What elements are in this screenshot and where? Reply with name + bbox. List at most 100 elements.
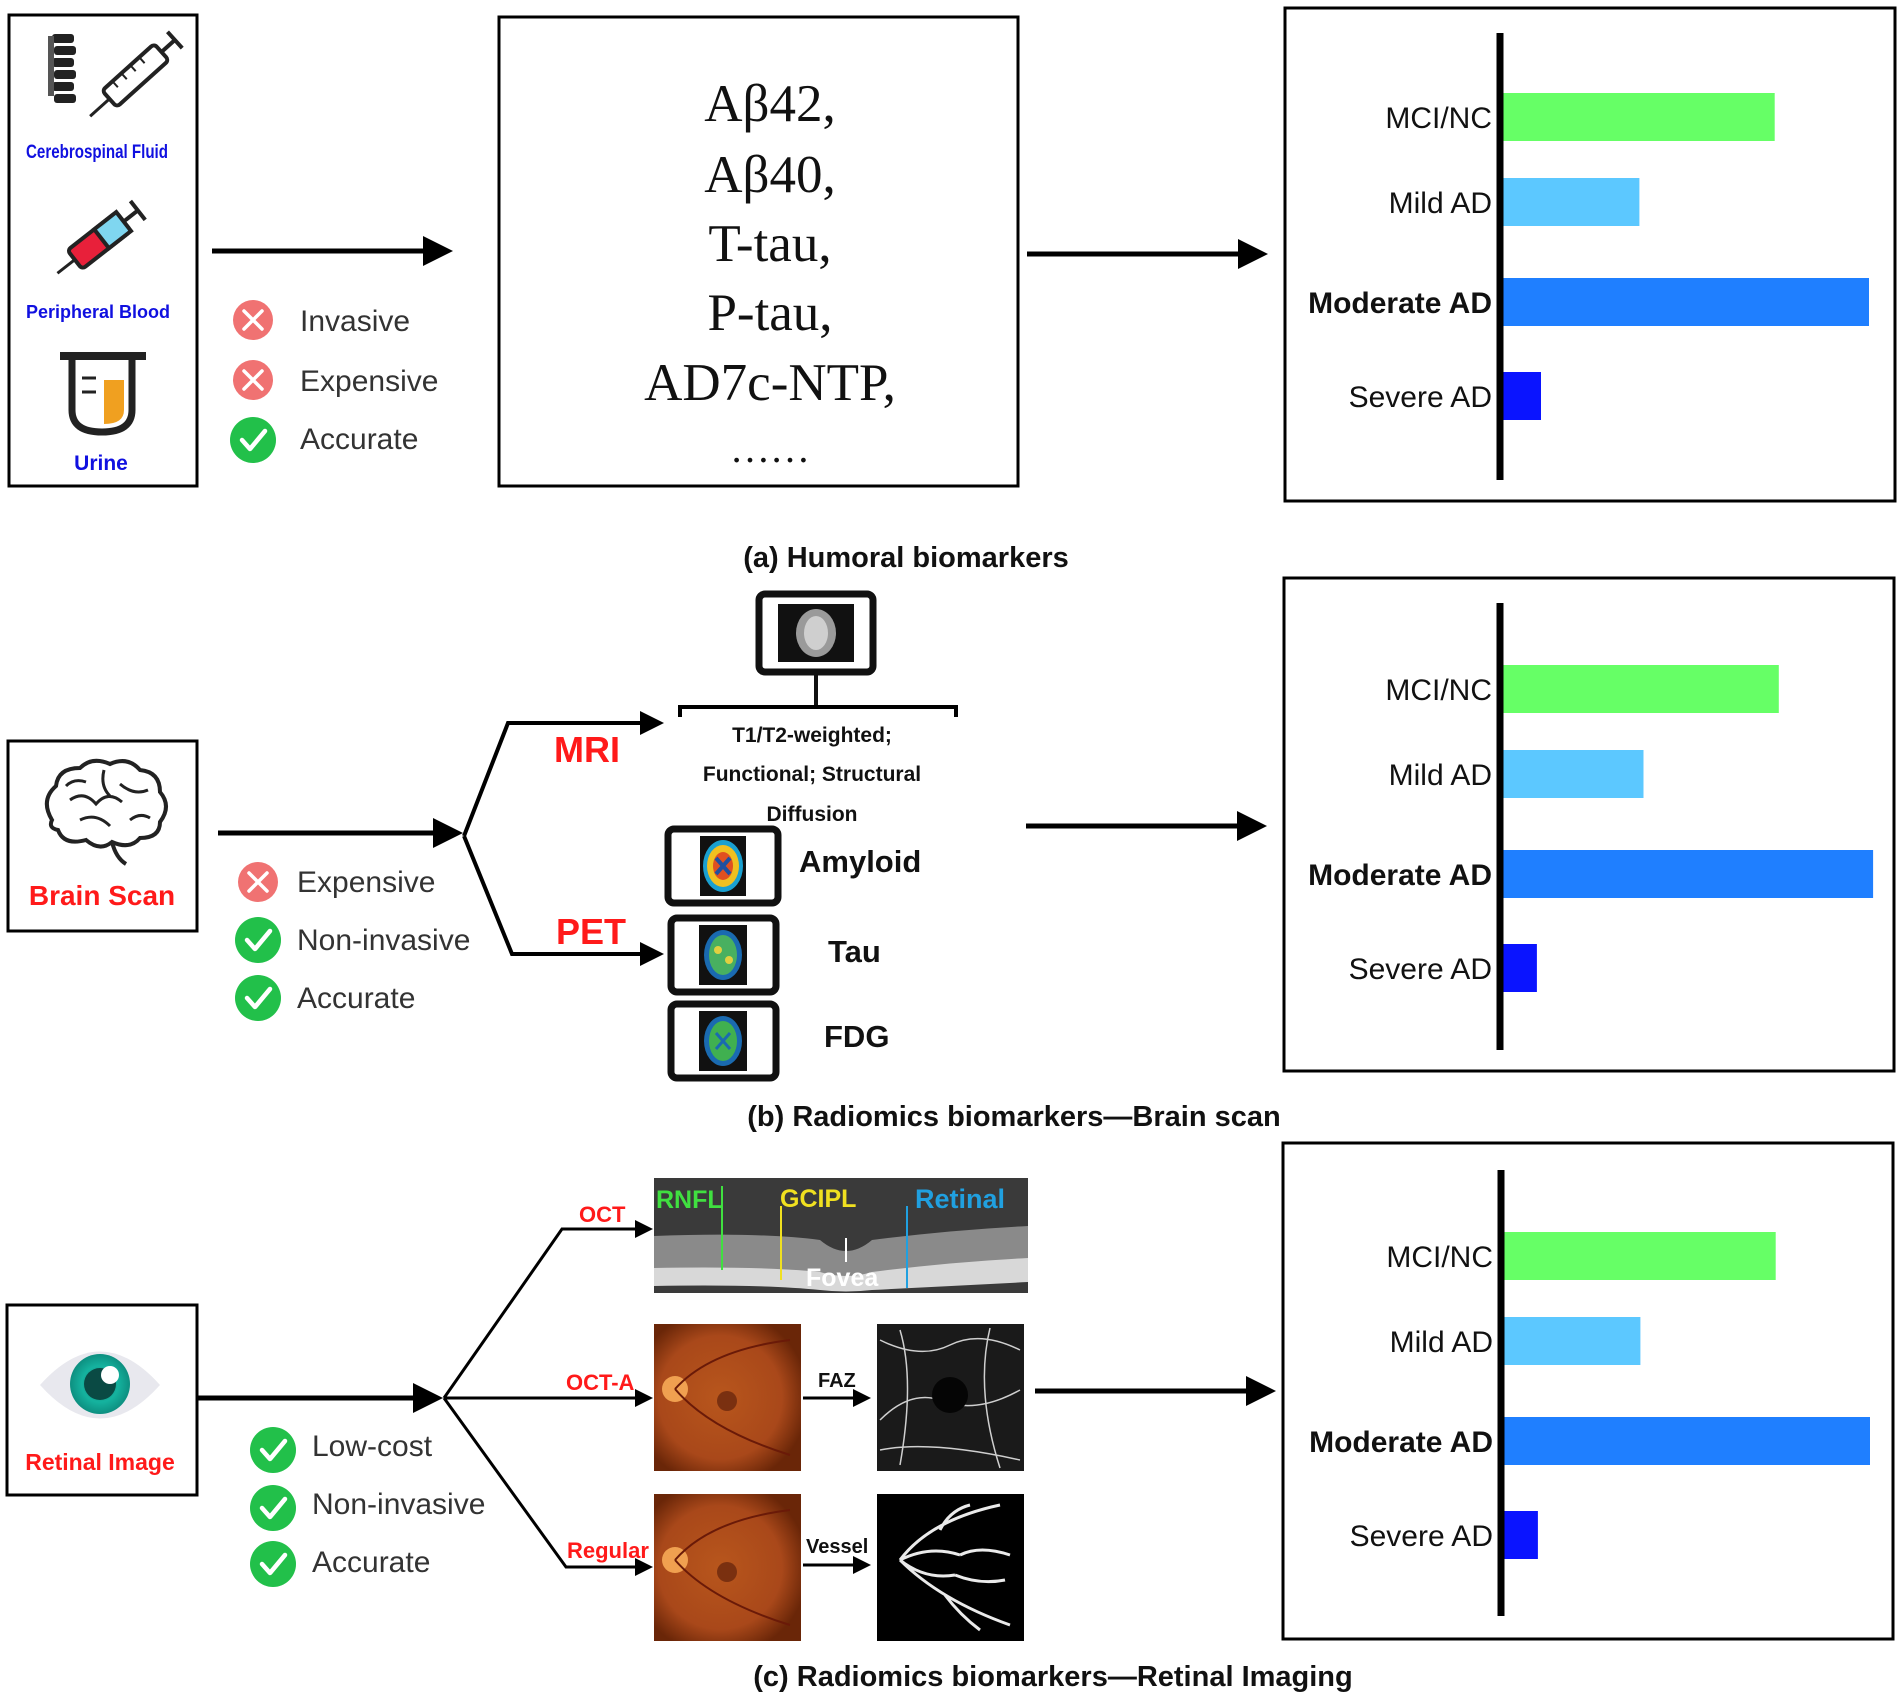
faz-label: FAZ — [818, 1370, 856, 1392]
caption-b: (b) Radiomics biomarkers—Brain scan — [747, 1101, 1280, 1133]
svg-text:Non-invasive: Non-invasive — [297, 924, 470, 957]
oct-layer-rnfl: RNFL — [656, 1186, 723, 1214]
category-label-moderate-ad: Moderate AD — [1308, 859, 1492, 892]
regular-branch-line — [442, 1397, 653, 1576]
bar-mci-nc — [1500, 93, 1775, 141]
retinal-image-label: Retinal Image — [25, 1449, 175, 1475]
bar-mild-ad — [1500, 750, 1644, 798]
property-list-b: Expensive Non-invasive Accurate — [235, 862, 470, 1021]
bar-mci-nc — [1500, 665, 1779, 713]
category-label-moderate-ad: Moderate AD — [1308, 287, 1492, 320]
category-label-mci-nc: MCI/NC — [1386, 1241, 1493, 1274]
pet-fdg-monitor-icon — [667, 1000, 780, 1082]
severity-chart-a: MCI/NC Mild AD Moderate AD Severe AD — [1283, 6, 1897, 503]
pet-branch-line — [462, 835, 664, 966]
low-cost-item: Low-cost — [250, 1427, 433, 1473]
bar-mild-ad — [1501, 1317, 1641, 1365]
bar-severe-ad — [1500, 944, 1537, 992]
pet-tracer-fdg: FDG — [824, 1019, 889, 1054]
svg-text:Expensive: Expensive — [300, 365, 438, 398]
caption-a: (a) Humoral biomarkers — [743, 542, 1069, 574]
blood-label: Peripheral Blood — [26, 302, 170, 322]
octa-label: OCT-A — [566, 1370, 635, 1395]
category-label-severe-ad: Severe AD — [1350, 1520, 1493, 1553]
caption-c: (c) Radiomics biomarkers—Retinal Imaging — [753, 1661, 1352, 1693]
bar-moderate-ad — [1501, 1417, 1870, 1465]
severity-chart-c: MCI/NC Mild AD Moderate AD Severe AD — [1281, 1141, 1895, 1641]
category-label-mild-ad: Mild AD — [1390, 1326, 1493, 1359]
csf-label: Cerebrospinal Fluid — [26, 142, 168, 163]
mri-label: MRI — [554, 729, 620, 770]
bar-severe-ad — [1500, 372, 1541, 420]
mri-bracket — [678, 705, 958, 717]
svg-text:Non-invasive: Non-invasive — [312, 1488, 485, 1521]
panel-a: Cerebrospinal Fluid Peripheral Blood Uri… — [7, 13, 1268, 574]
test-tube-icon — [60, 352, 146, 436]
expensive-item: Expensive — [238, 862, 435, 902]
chart-frame — [1283, 6, 1897, 503]
oct-layer-fovea: Fovea — [806, 1264, 879, 1292]
mri-monitor-icon — [755, 590, 877, 705]
spine-icon — [48, 34, 76, 103]
property-list-a: Invasive Expensive Accurate — [230, 300, 438, 463]
regular-fundus-image — [654, 1494, 801, 1641]
pet-tracer-tau: Tau — [828, 934, 881, 969]
oct-layer-gcipl: GCIPL — [780, 1185, 856, 1213]
accurate-item: Accurate — [230, 417, 418, 463]
brain-icon — [44, 758, 168, 866]
marker-ad7c-ntp: AD7c-NTP, — [644, 354, 896, 412]
marker-abeta40: Aβ40, — [704, 146, 836, 204]
mri-type-weighted: T1/T2-weighted; — [732, 724, 892, 747]
non-invasive-item: Non-invasive — [235, 917, 470, 963]
check-icon — [230, 417, 276, 463]
chart-frame — [1281, 1141, 1895, 1641]
pet-tau-monitor-icon — [667, 914, 780, 996]
invasive-item: Invasive — [233, 300, 410, 340]
check-icon — [250, 1541, 296, 1587]
non-invasive-item: Non-invasive — [250, 1485, 485, 1531]
svg-text:Accurate: Accurate — [300, 423, 418, 456]
accurate-item: Accurate — [235, 975, 415, 1021]
category-label-severe-ad: Severe AD — [1349, 381, 1492, 414]
pet-tracer-amyloid: Amyloid — [799, 844, 921, 879]
oct-scan-image — [654, 1178, 1028, 1293]
expensive-item: Expensive — [233, 360, 438, 400]
pet-amyloid-monitor-icon — [664, 825, 782, 907]
blood-syringe-icon — [56, 199, 147, 275]
marker-t-tau: T-tau, — [708, 215, 831, 273]
pet-label: PET — [556, 911, 626, 952]
brain-scan-label: Brain Scan — [29, 880, 175, 911]
check-icon — [250, 1427, 296, 1473]
category-label-mci-nc: MCI/NC — [1385, 102, 1492, 135]
vessel-label: Vessel — [806, 1536, 868, 1558]
mri-type-diffusion: Diffusion — [767, 803, 858, 826]
syringe-icon — [89, 30, 184, 118]
panel-b: Brain Scan MRI PET Expensive Non-invasiv… — [6, 590, 1281, 1133]
oct-layer-labels: RNFL GCIPL Retinal Fovea — [656, 1184, 1005, 1292]
bar-moderate-ad — [1500, 850, 1874, 898]
faz-image — [877, 1324, 1024, 1471]
check-icon — [250, 1485, 296, 1531]
oct-layer-retinal: Retinal — [915, 1184, 1005, 1214]
svg-text:Expensive: Expensive — [297, 866, 435, 899]
oct-branch-line — [442, 1220, 653, 1399]
marker-p-tau: P-tau, — [707, 284, 832, 342]
category-label-mild-ad: Mild AD — [1389, 187, 1492, 220]
category-label-severe-ad: Severe AD — [1349, 953, 1492, 986]
svg-text:Invasive: Invasive — [300, 305, 410, 338]
svg-text:Accurate: Accurate — [297, 982, 415, 1015]
bar-severe-ad — [1501, 1511, 1538, 1559]
panel-c: Retinal Image OCT OCT-A Regular Low-cost… — [5, 1178, 1353, 1693]
chart-frame — [1282, 576, 1896, 1073]
eye-icon — [40, 1351, 160, 1419]
property-list-c: Low-cost Non-invasive Accurate — [250, 1427, 485, 1587]
mri-branch-line — [462, 711, 664, 837]
regular-label: Regular — [567, 1538, 649, 1563]
svg-text:Low-cost: Low-cost — [312, 1430, 433, 1463]
category-label-mci-nc: MCI/NC — [1385, 674, 1492, 707]
check-icon — [235, 917, 281, 963]
category-label-moderate-ad: Moderate AD — [1309, 1426, 1493, 1459]
oct-label: OCT — [579, 1202, 626, 1227]
